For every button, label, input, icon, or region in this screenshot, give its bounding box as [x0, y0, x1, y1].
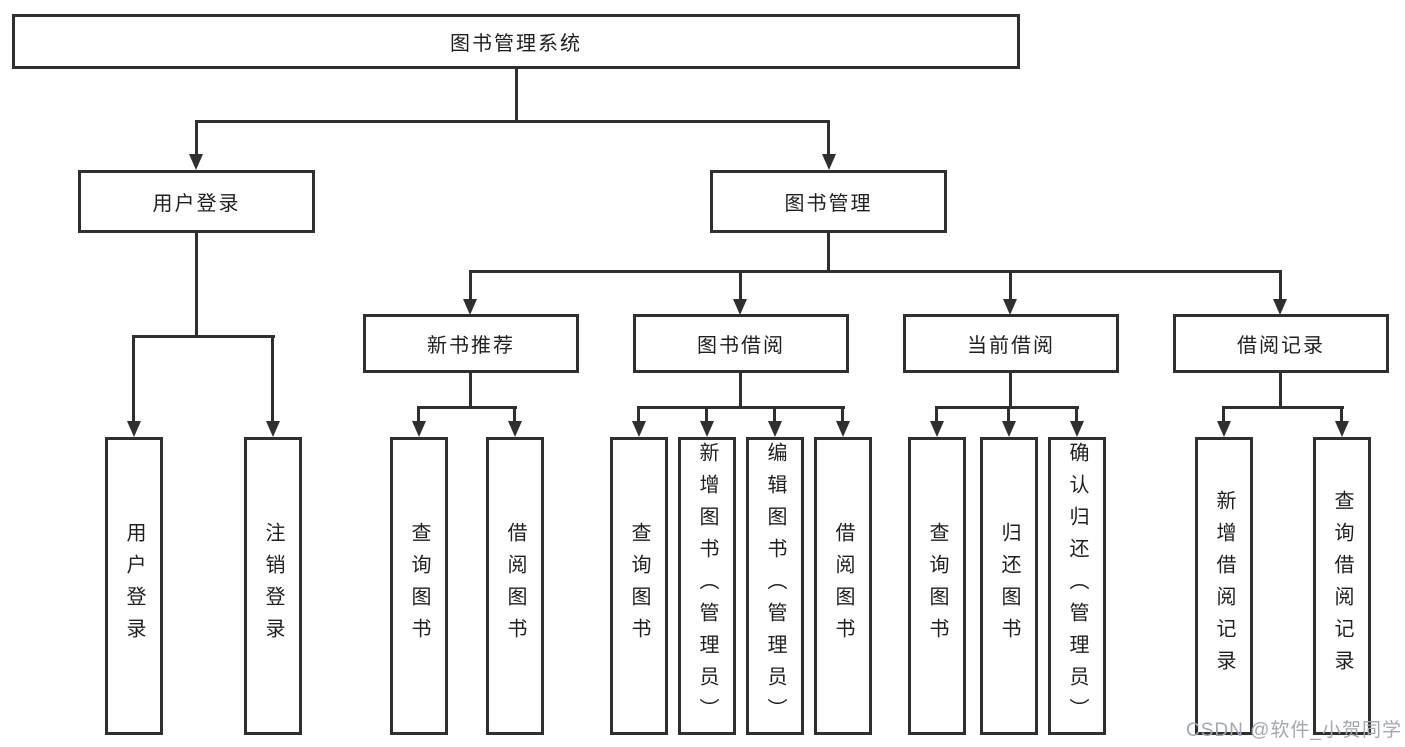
connector-stem [1222, 406, 1225, 421]
connector-bus [132, 335, 275, 338]
connector-stem [1009, 373, 1012, 407]
connector-stem [1340, 406, 1343, 421]
leaf-label: 查询图书 [628, 522, 650, 650]
connector-stem [1279, 373, 1282, 407]
arrow-down-icon [1217, 421, 1231, 437]
leaf-label: 借阅图书 [832, 522, 854, 650]
leaf-label: 确认归还（管理员） [1066, 442, 1088, 730]
arrow-down-icon [822, 154, 836, 170]
arrow-down-icon [189, 154, 203, 170]
connector-stem [739, 373, 742, 407]
leaf-query-borrow-record: 查询借阅记录 [1313, 437, 1371, 735]
leaf-user-login: 用户登录 [105, 437, 163, 735]
leaf-label: 编辑图书（管理员） [764, 442, 786, 730]
arrow-down-icon [768, 421, 782, 437]
leaf-label: 借阅图书 [504, 522, 526, 650]
arrow-down-icon [632, 421, 646, 437]
node-label: 图书管理 [784, 193, 873, 215]
node-library-management-system: 图书管理系统 [12, 14, 1020, 69]
connector-stem [1075, 406, 1078, 421]
arrow-down-icon [508, 421, 522, 437]
leaf-query-books-current: 查询图书 [908, 437, 966, 735]
connector-stem [827, 120, 830, 154]
arrow-down-icon [930, 421, 944, 437]
connector-stem [827, 233, 830, 271]
leaf-label: 查询图书 [408, 522, 430, 650]
connector-stem [1009, 270, 1012, 299]
arrow-down-icon [1003, 299, 1017, 315]
leaf-edit-book-admin: 编辑图书（管理员） [746, 437, 804, 735]
arrow-down-icon [1002, 421, 1016, 437]
connector-stem [195, 120, 198, 154]
leaf-label: 归还图书 [998, 522, 1020, 650]
leaf-borrow-books-recommend: 借阅图书 [486, 437, 544, 735]
connector-stem [195, 233, 198, 336]
leaf-logout: 注销登录 [244, 437, 302, 735]
leaf-label: 注销登录 [262, 522, 284, 650]
arrow-down-icon [463, 299, 477, 315]
leaf-label: 用户登录 [123, 522, 145, 650]
connector-stem [469, 373, 472, 407]
leaf-label: 新增借阅记录 [1213, 490, 1235, 682]
node-label: 新书推荐 [427, 335, 515, 357]
node-borrow-records: 借阅记录 [1173, 314, 1389, 373]
connector-stem [637, 406, 640, 421]
leaf-add-book-admin: 新增图书（管理员） [678, 437, 736, 735]
connector-stem [705, 406, 708, 421]
connector-bus [469, 270, 1282, 273]
leaf-query-books-recommend: 查询图书 [390, 437, 448, 735]
node-label: 用户登录 [152, 193, 241, 215]
arrow-down-icon [412, 421, 426, 437]
arrow-down-icon [266, 421, 280, 437]
node-current-borrow: 当前借阅 [903, 314, 1119, 373]
connector-stem [935, 406, 938, 421]
arrow-down-icon [836, 421, 850, 437]
arrow-down-icon [733, 299, 747, 315]
arrow-down-icon [1335, 421, 1349, 437]
connector-stem [1279, 270, 1282, 299]
leaf-label: 新增图书（管理员） [696, 442, 718, 730]
connector-stem [132, 335, 135, 421]
connector-root-stem [515, 69, 518, 121]
connector-root-bus [195, 120, 830, 123]
arrow-down-icon [1273, 299, 1287, 315]
leaf-label: 查询图书 [926, 522, 948, 650]
arrow-down-icon [700, 421, 714, 437]
node-label: 借阅记录 [1237, 335, 1325, 357]
connector-stem [739, 270, 742, 299]
connector-stem [417, 406, 420, 421]
arrow-down-icon [1070, 421, 1084, 437]
connector-stem [1007, 406, 1010, 421]
connector-bus [1222, 406, 1344, 409]
leaf-label: 查询借阅记录 [1331, 490, 1353, 682]
connector-stem [469, 270, 472, 299]
node-label: 图书管理系统 [450, 33, 582, 55]
connector-stem [271, 335, 274, 421]
node-book-borrow: 图书借阅 [633, 314, 849, 373]
leaf-confirm-return-admin: 确认归还（管理员） [1048, 437, 1106, 735]
leaf-borrow-books: 借阅图书 [814, 437, 872, 735]
connector-stem [841, 406, 844, 421]
node-label: 当前借阅 [967, 335, 1055, 357]
node-label: 图书借阅 [697, 335, 785, 357]
arrow-down-icon [127, 421, 141, 437]
watermark: CSDN @软件_小贺同学 [1186, 720, 1402, 741]
connector-stem [513, 406, 516, 421]
node-new-book-recommend: 新书推荐 [363, 314, 579, 373]
connector-bus [417, 406, 517, 409]
node-user-login-branch: 用户登录 [78, 170, 315, 233]
node-book-management-branch: 图书管理 [710, 170, 947, 233]
connector-stem [773, 406, 776, 421]
leaf-add-borrow-record: 新增借阅记录 [1195, 437, 1253, 735]
leaf-return-books: 归还图书 [980, 437, 1038, 735]
leaf-query-books-borrow: 查询图书 [610, 437, 668, 735]
connector-bus [637, 406, 845, 409]
